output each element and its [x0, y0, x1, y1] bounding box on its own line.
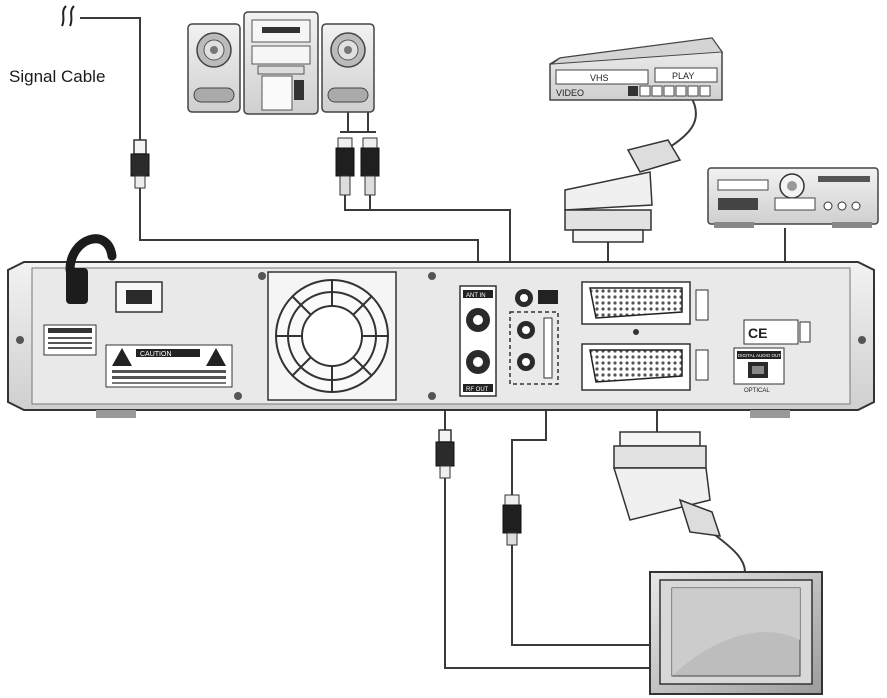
caution-label: CAUTION [140, 351, 172, 358]
scart-plug-vcr [564, 139, 682, 243]
signal-wave-icon [61, 5, 75, 27]
amplifier-device [707, 167, 879, 228]
ant-in-label: ANT IN [466, 293, 486, 299]
signal-cable [80, 17, 141, 140]
vcr-device: VHS PLAY VIDEO [549, 37, 723, 101]
hifi-speaker-system [187, 11, 375, 115]
tv-device [649, 571, 823, 695]
rca-plugs-audio [335, 137, 380, 196]
video-to-tv-cable [511, 545, 650, 646]
coax-plug-bottom [435, 429, 455, 479]
ce-mark: CE [748, 325, 767, 341]
receiver-rear-panel: CAUTION ANT IN RF OUT [7, 234, 875, 418]
rf-out-label: RF OUT [466, 387, 489, 393]
vcr-format-text: VHS [590, 73, 609, 83]
optical-label: OPTICAL [744, 388, 770, 394]
rca-plug-video [502, 494, 522, 546]
vcr-display-text: PLAY [672, 71, 694, 81]
scart-plug-tv [612, 431, 722, 537]
tv-scart-cable [714, 534, 746, 573]
signal-cable-label: Signal Cable [9, 67, 105, 86]
digital-audio-label: DIGITAL AUDIO OUT [738, 353, 781, 358]
rf-to-tv-cable [444, 478, 650, 669]
coax-plug-top [130, 139, 150, 189]
vcr-brand-text: VIDEO [556, 88, 584, 98]
